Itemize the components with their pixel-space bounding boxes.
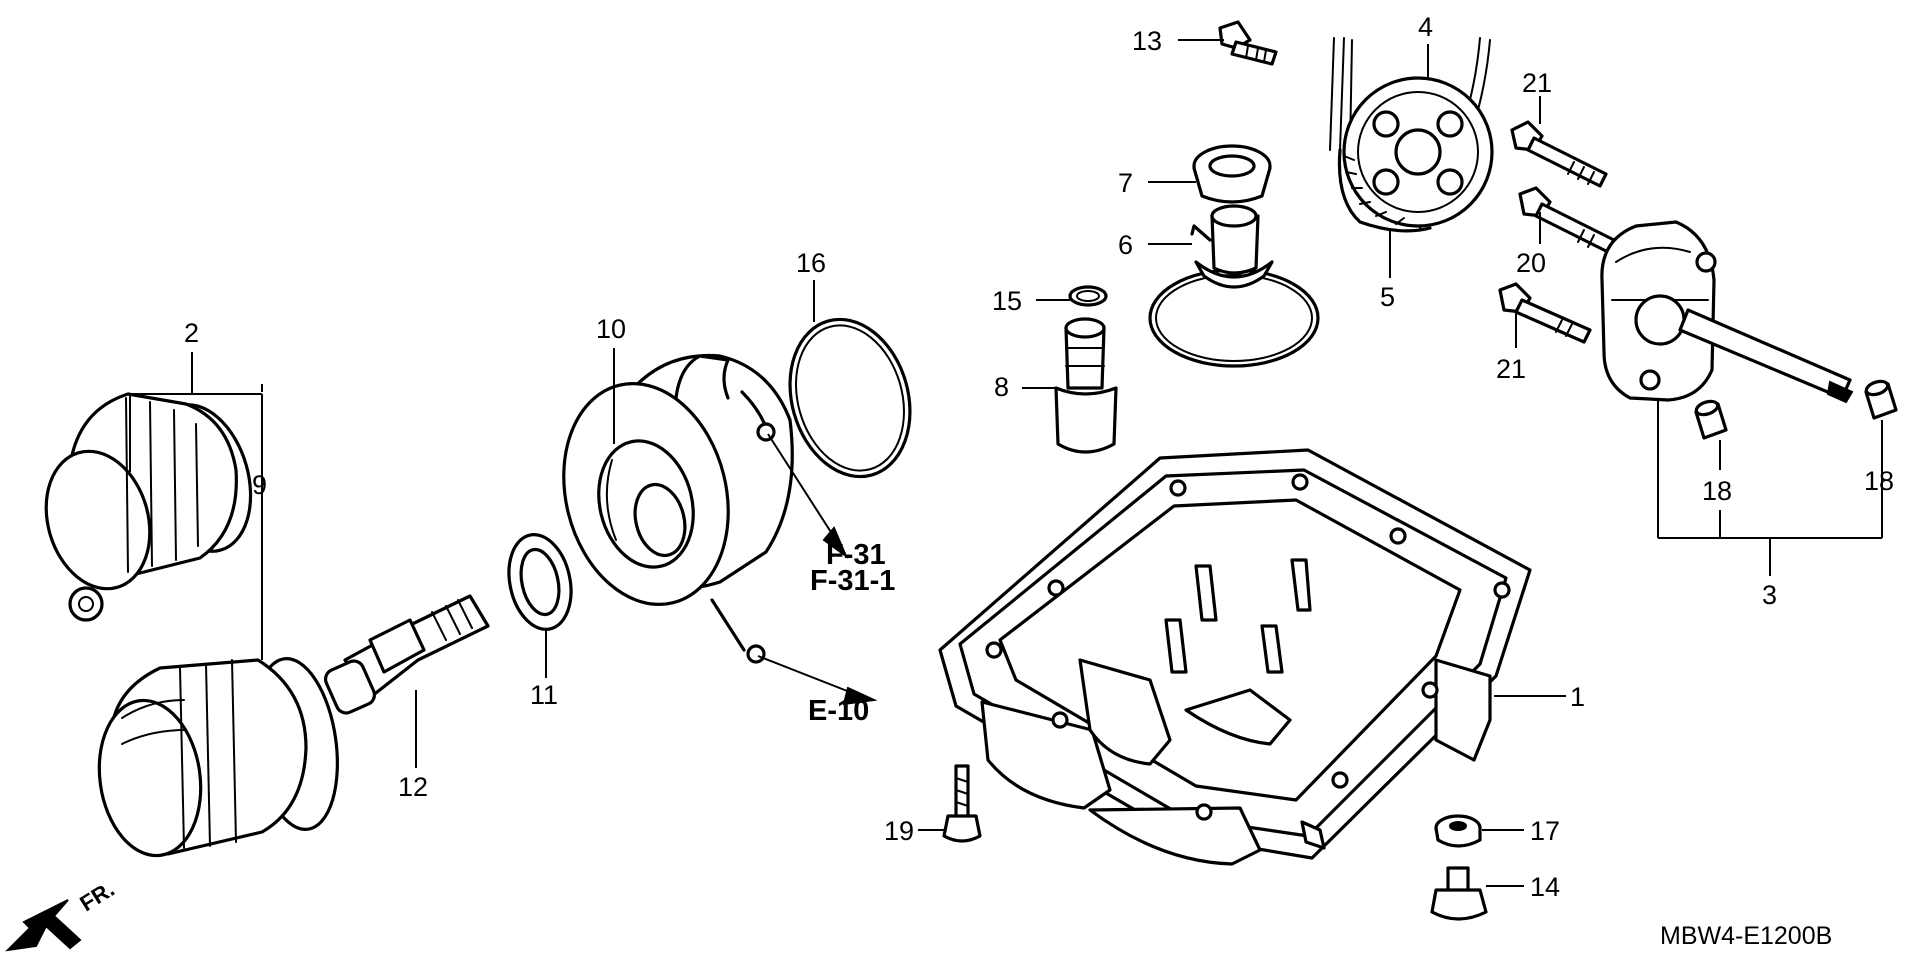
- callout-16: 16: [796, 248, 826, 278]
- front-direction-indicator: FR.: [5, 876, 119, 952]
- callout-14: 14: [1530, 872, 1560, 902]
- front-direction-label: FR.: [75, 876, 118, 916]
- part-oil-filter-lower: [97, 657, 339, 858]
- callout-11: 11: [530, 680, 558, 710]
- callout-1: 1: [1570, 682, 1585, 712]
- part-dowel-pin-b: [1864, 379, 1898, 420]
- reference-f-31-1[interactable]: F-31-1: [810, 565, 895, 597]
- part-dowel-pin-a: [1694, 399, 1728, 440]
- callouts: 1 2 3 4 5 6 7 8 9 10 11 12 13 14 15 16 1…: [184, 12, 1894, 902]
- callout-2: 2: [184, 318, 199, 348]
- part-sprocket-chain: [1329, 37, 1494, 233]
- callout-10: 10: [596, 314, 626, 344]
- callout-13: 13: [1132, 26, 1162, 56]
- part-o-ring-large: [788, 317, 912, 479]
- drawing-code: MBW4-E1200B: [1660, 922, 1832, 950]
- part-bolt-21-lower: [1498, 282, 1592, 344]
- callout-19: 19: [884, 816, 914, 846]
- part-bolt-13: [1218, 20, 1278, 66]
- part-washer: [507, 533, 573, 631]
- callout-21-upper: 21: [1522, 68, 1552, 98]
- part-oil-strainer: [1148, 204, 1320, 368]
- leader-lines: [129, 39, 1883, 887]
- callout-6: 6: [1118, 230, 1133, 260]
- part-oil-seal: [1192, 144, 1272, 204]
- part-oil-pump: [1600, 220, 1854, 404]
- part-bolt-21-upper: [1510, 120, 1608, 188]
- callout-17: 17: [1530, 816, 1560, 846]
- callout-15: 15: [992, 286, 1022, 316]
- part-bolt-19: [942, 764, 982, 843]
- callout-20: 20: [1516, 248, 1546, 278]
- callout-9: 9: [252, 470, 267, 500]
- callout-5: 5: [1380, 282, 1395, 312]
- part-o-ring-small: [1068, 285, 1108, 307]
- callout-3: 3: [1762, 580, 1777, 610]
- reference-e-10[interactable]: E-10: [808, 695, 869, 727]
- callout-21-lower: 21: [1496, 354, 1526, 384]
- part-relief-valve: [1054, 317, 1118, 454]
- callout-18-left: 18: [1702, 476, 1732, 506]
- callout-7: 7: [1118, 168, 1133, 198]
- callout-8: 8: [994, 372, 1009, 402]
- callout-18-right: 18: [1864, 466, 1894, 496]
- cross-references: F-31 F-31-1 E-10: [808, 539, 895, 727]
- part-washer-17: [1434, 814, 1482, 848]
- part-drain-plug: [1430, 866, 1488, 921]
- callout-12: 12: [398, 772, 428, 802]
- reference-f-31[interactable]: F-31: [826, 539, 886, 571]
- part-oil-filter-upper: [44, 392, 253, 622]
- part-oil-cooler-bolt: [323, 594, 490, 715]
- part-bolt-20: [1518, 186, 1616, 254]
- callout-4: 4: [1418, 12, 1433, 42]
- part-oil-pan: [938, 448, 1532, 866]
- part-oil-cooler: [562, 353, 794, 664]
